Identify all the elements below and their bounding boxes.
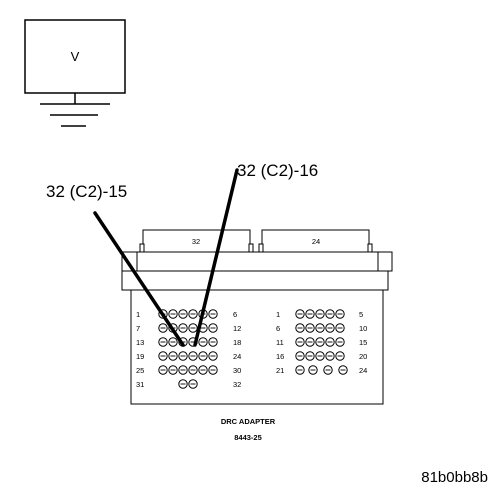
row-end-label: 24	[233, 352, 241, 361]
row-label: 16	[276, 352, 284, 361]
row-end-label: 32	[233, 380, 241, 389]
figure-id: 81b0bb8b	[421, 469, 488, 486]
voltmeter-label: V	[71, 49, 80, 64]
row-end-label: 18	[233, 338, 241, 347]
row-label: 7	[136, 324, 140, 333]
row-end-label: 10	[359, 324, 367, 333]
row-label: 1	[276, 310, 280, 319]
row-end-label: 24	[359, 366, 367, 375]
connector-tab-left-label: 32	[192, 237, 200, 246]
row-label: 25	[136, 366, 144, 375]
adapter-part-number: 8443-25	[234, 433, 262, 442]
callout-pin-16: 32 (C2)-16	[237, 161, 318, 180]
row-end-label: 30	[233, 366, 241, 375]
row-end-label: 15	[359, 338, 367, 347]
left-pin-block: 1 7 13 19 25 31 6 12 18 24 30 32	[136, 310, 241, 389]
test-lead-15	[93, 211, 185, 347]
row-label: 6	[276, 324, 280, 333]
row-end-label: 6	[233, 310, 237, 319]
row-label: 31	[136, 380, 144, 389]
row-label: 19	[136, 352, 144, 361]
row-label: 13	[136, 338, 144, 347]
ground-icon	[40, 93, 110, 127]
row-label: 11	[276, 338, 284, 347]
adapter-caption: DRC ADAPTER	[221, 417, 276, 426]
right-pin-block: 1 6 11 16 21 5 10 15 20 24	[276, 310, 367, 375]
row-end-label: 20	[359, 352, 367, 361]
voltmeter-box	[24, 19, 126, 94]
pin-grid	[158, 309, 348, 389]
connector-tab-right-label: 24	[312, 237, 320, 246]
test-lead-16	[193, 168, 239, 347]
callout-pin-15: 32 (C2)-15	[46, 182, 127, 201]
row-end-label: 12	[233, 324, 241, 333]
row-label: 21	[276, 366, 284, 375]
row-label: 1	[136, 310, 140, 319]
row-end-label: 5	[359, 310, 363, 319]
